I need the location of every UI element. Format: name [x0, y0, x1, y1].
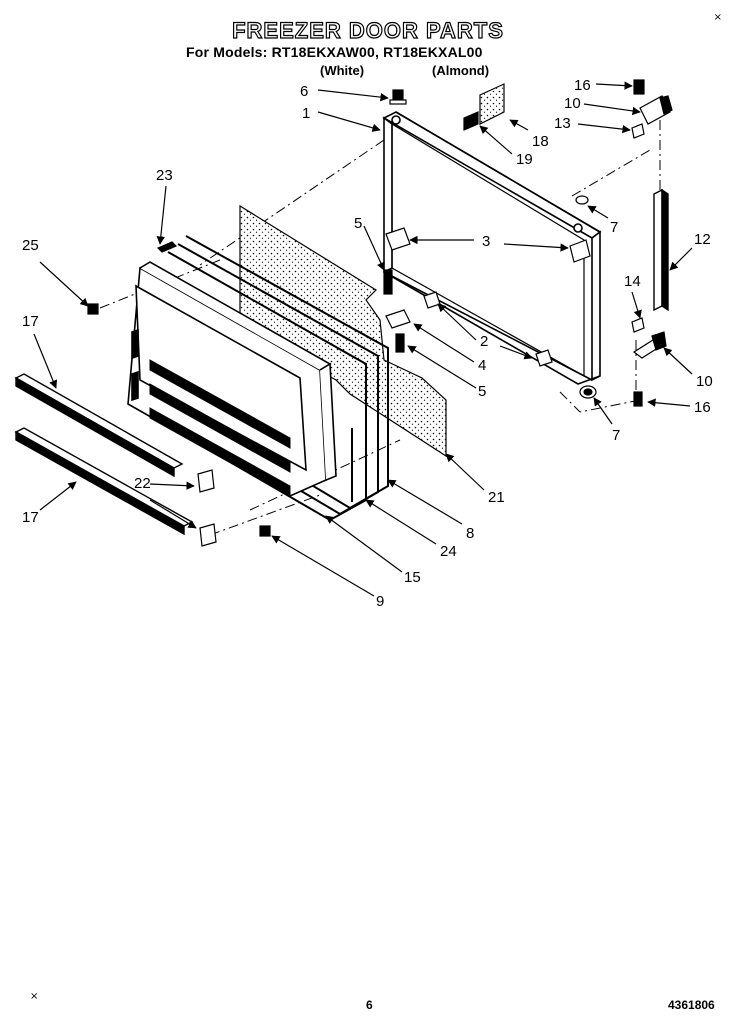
mounting-brackets: [383, 227, 591, 367]
shelf-rails: [14, 373, 194, 536]
callout-5b: 5: [478, 383, 486, 400]
callout-1: 1: [302, 105, 310, 122]
callout-12: 12: [694, 231, 711, 248]
variant-almond-label: (Almond): [432, 63, 490, 78]
leader-arrows: [33, 81, 693, 597]
callout-16: 16: [574, 77, 591, 94]
callout-10: 10: [564, 95, 581, 112]
rail-end-caps: [197, 469, 217, 547]
top-hinge: [631, 79, 673, 139]
callout-10b: 10: [696, 373, 713, 390]
callout-7b: 7: [612, 427, 620, 444]
page-number: 6: [366, 998, 373, 1012]
cap-icon: [575, 195, 597, 399]
callout-3: 3: [482, 233, 490, 250]
registration-mark-top: ×: [713, 12, 722, 23]
door-handle: [653, 188, 669, 312]
callout-6: 6: [300, 83, 308, 100]
callout-17b: 17: [22, 509, 39, 526]
callout-18: 18: [532, 133, 549, 150]
callout-23: 23: [156, 167, 173, 184]
callout-16b: 16: [694, 399, 711, 416]
callout-8: 8: [466, 525, 474, 542]
callout-4: 4: [478, 357, 486, 374]
callout-19: 19: [516, 151, 533, 168]
callout-7: 7: [610, 219, 618, 236]
callout-15: 15: [404, 569, 421, 586]
screw-icon: [87, 303, 271, 537]
callout-13: 13: [554, 115, 571, 132]
callout-9: 9: [376, 593, 384, 610]
callout-21: 21: [488, 489, 505, 506]
callout-24: 24: [440, 543, 457, 560]
bottom-hinge: [631, 317, 667, 407]
callout-2: 2: [480, 333, 488, 350]
callout-5: 5: [354, 215, 362, 232]
callout-14: 14: [624, 273, 641, 290]
model-numbers: For Models: RT18EKXAW00, RT18EKXAL00: [186, 44, 483, 60]
page-title: FREEZER DOOR PARTS: [231, 17, 504, 43]
callout-22: 22: [134, 475, 151, 492]
gasket-strip: [156, 241, 178, 253]
label-plate: [463, 83, 505, 131]
callout-labels: 6 1 16 10 13 18 19 23 7 5 3 12 25 14 2 1…: [22, 77, 713, 610]
document-number: 4361806: [668, 998, 715, 1012]
callout-17: 17: [22, 313, 39, 330]
callout-25: 25: [22, 237, 39, 254]
registration-mark-bottom: ×: [30, 991, 39, 1002]
screw-icon: [389, 89, 407, 105]
door-liner: [127, 261, 337, 497]
variant-white-label: (White): [320, 63, 365, 78]
